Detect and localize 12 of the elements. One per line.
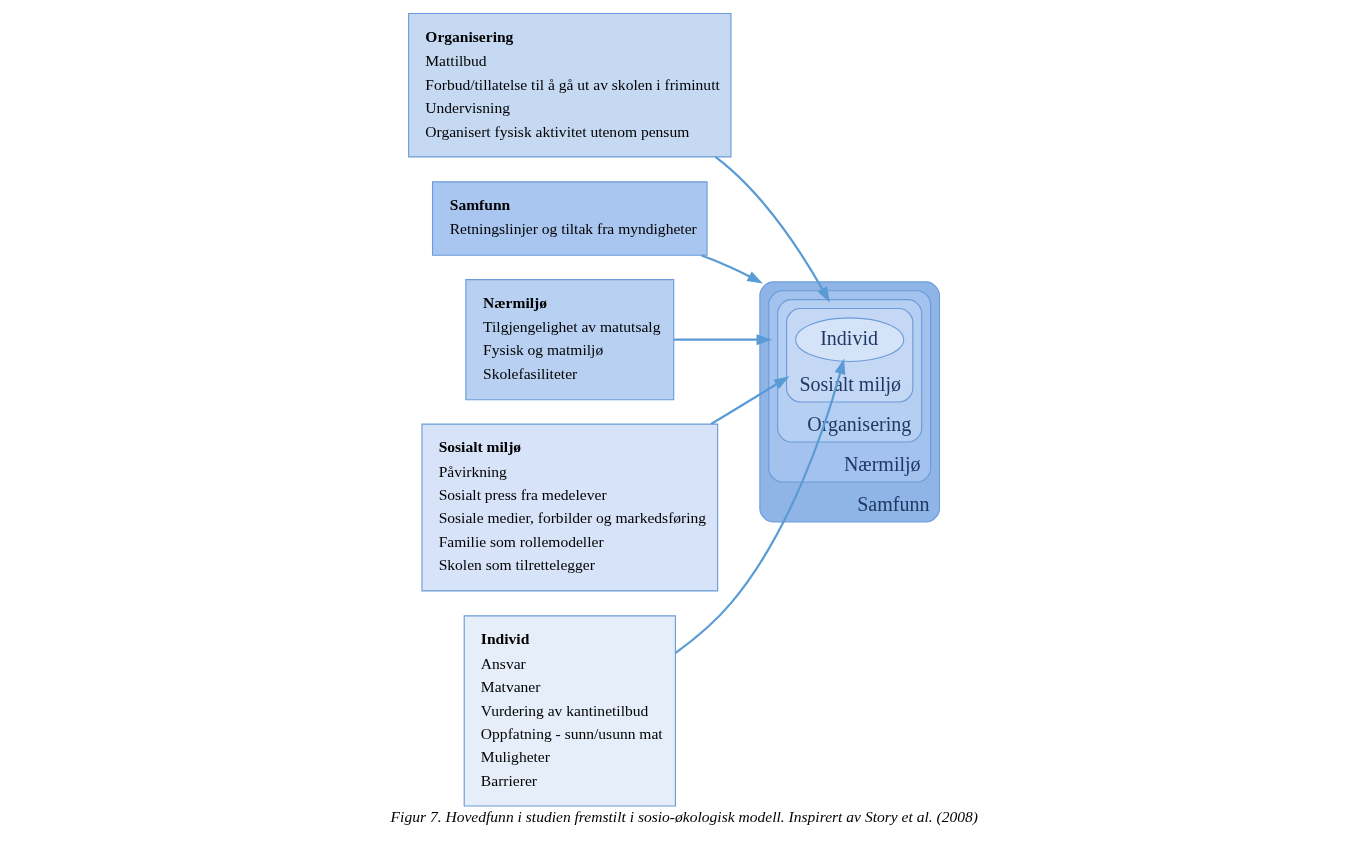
node-box: Organisering Mattilbud Forbud/tillatelse til å gå ut av skolen i friminutt Undervisning Organisert fysisk aktivitet utenom pensum xyxy=(408,12,732,157)
caption: Figur 7. Hovedfunn i studien fremstilt i sosio-økologisk modell. Inspirert av Story et al. (2008) xyxy=(390,807,979,825)
node-box: Samfunn Retningslinjer og tiltak fra myndigheter xyxy=(431,180,708,256)
arrow xyxy=(673,333,773,345)
node-ellipse: Individ xyxy=(795,316,905,362)
arrow xyxy=(710,375,790,425)
node-box: Sosialt miljø Påvirkning Sosialt press fra medelever Sosiale medier, forbilder og markedsføring Familie som rollemodeller Skolen som tilrettelegger xyxy=(421,423,719,591)
arrow xyxy=(700,253,763,284)
node-box: Individ Ansvar Matvaner Vurdering av kantinetilbud Oppfatning - sunn/usunn mat Muligheter Barrierer xyxy=(463,614,676,807)
arrow xyxy=(714,155,830,303)
node-box: Nærmiljø Tilgjengelighet av matutsalg Fysisk og matmiljø Skolefasiliteter xyxy=(465,278,675,400)
arrow xyxy=(675,357,846,654)
